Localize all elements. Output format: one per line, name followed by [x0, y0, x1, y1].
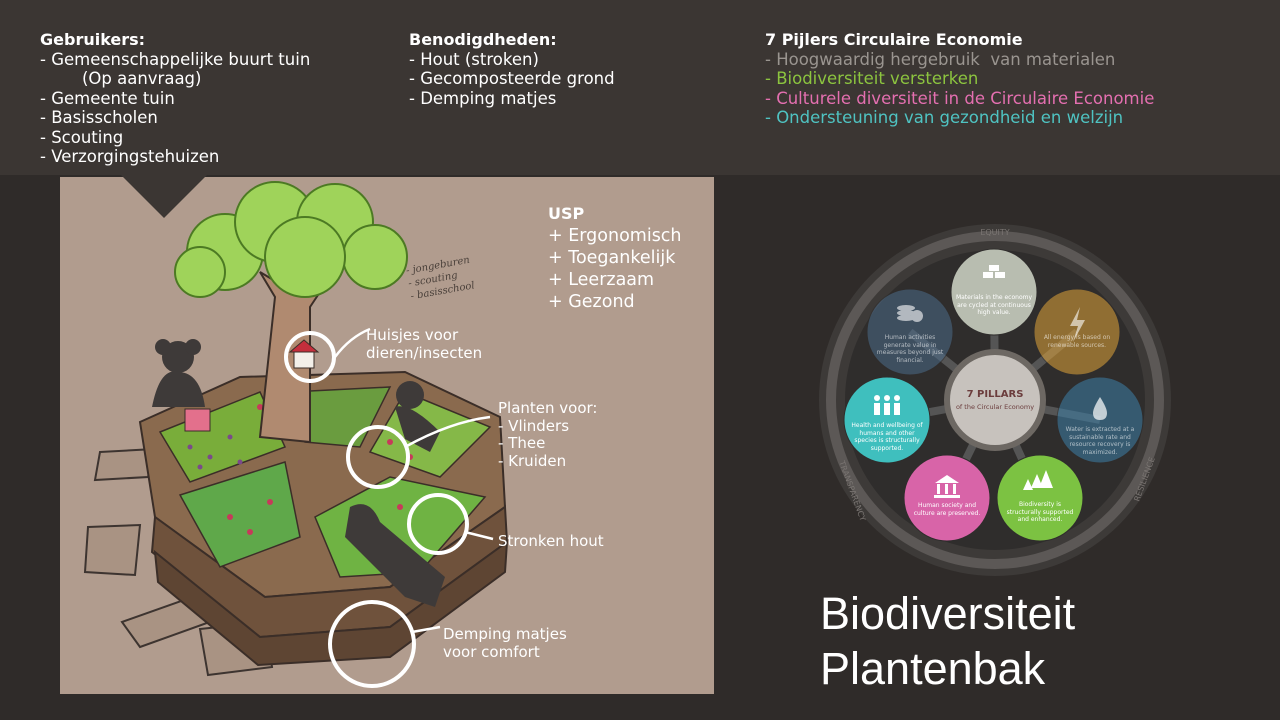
pillar-item: - Culturele diversiteit in de Circulaire… [765, 88, 1155, 108]
museum-icon [934, 475, 960, 498]
requirements-column: Benodigdheden: - Hout (stroken) - Gecomp… [409, 30, 615, 108]
users-item: - Gemeente tuin [40, 88, 175, 108]
planter-sketch: - jongeburen - scouting - basisschool US… [60, 177, 714, 694]
pillar-text-biodiversity: Biodiversity is structurally supported a… [1006, 501, 1074, 523]
users-column: Gebruikers: - Gemeenschappelijke buurt t… [40, 30, 310, 167]
pillar-text-value: Human activities generate value in measu… [876, 334, 944, 364]
wheel-center-subtitle: of the Circular Economy [956, 403, 1034, 411]
lightning-icon [1070, 307, 1085, 342]
pillar-text-materials: Materials in the economy are cycled at c… [955, 294, 1033, 316]
users-item: - Scouting [40, 127, 124, 147]
users-item: - Verzorgingstehuizen [40, 147, 220, 166]
pillar-text-health: Health and wellbeing of humans and other… [851, 422, 923, 452]
usp-item: + Toegankelijk [548, 248, 676, 268]
coins-icon [897, 305, 923, 322]
callout-notch [120, 174, 208, 218]
users-item: - Gemeenschappelijke buurt tuin [40, 49, 311, 69]
users-item: (Op aanvraag) [40, 69, 202, 88]
annotation-stronken: Stronken hout [498, 532, 604, 550]
pillar-text-energy: All energy is based on renewable sources… [1043, 334, 1111, 349]
title-line: Biodiversiteit [820, 588, 1076, 639]
usp-item: + Gezond [548, 292, 635, 312]
pillar-text-culture: Human society and culture are preserved. [913, 502, 981, 517]
pillar-item: - Ondersteuning van gezondheid en welzij… [765, 108, 1124, 127]
pillar-circle-materials [950, 248, 1038, 336]
gold-bars-icon [983, 265, 1005, 278]
pillar-item: - Hoogwaardig hergebruik van materialen [765, 49, 1116, 69]
users-item: - Basisscholen [40, 108, 158, 127]
pillar-circle-biodiversity [996, 454, 1084, 542]
ring-label-equity: EQUITY [980, 228, 1009, 237]
usp-item: + Ergonomisch [548, 226, 682, 246]
pillars-heading: 7 Pijlers Circulaire Economie [765, 30, 1023, 49]
trees-icon [1023, 470, 1053, 490]
pillar-circle-health [843, 376, 931, 464]
annotation-planten: Planten voor: - Vlinders - Thee - Kruide… [498, 399, 598, 470]
requirements-heading: Benodigdheden: [409, 30, 557, 49]
wheel-center-title: 7 PILLARS [967, 389, 1024, 400]
usp-item: + Leerzaam [548, 270, 655, 290]
pillar-circle-value [866, 288, 954, 376]
users-heading: Gebruikers: [40, 30, 146, 49]
people-icon [874, 395, 900, 415]
seven-pillars-wheel: EQUITY TRANSPARENCY RESILIENCE 7 PILLARS… [817, 222, 1173, 578]
title-line: Plantenbak [820, 643, 1046, 694]
water-drop-icon [1093, 397, 1107, 420]
pillar-item: - Biodiversiteit versterken [765, 69, 979, 88]
annotation-demping: Demping matjes voor comfort [443, 625, 567, 661]
requirements-item: - Hout (stroken) [409, 49, 539, 69]
annotation-huisjes: Huisjes voor dieren/insecten [366, 326, 483, 362]
pillar-text-water: Water is extracted at a sustainable rate… [1065, 426, 1135, 456]
planter-drawing [83, 181, 509, 688]
requirements-item: - Gecomposteerde grond [409, 69, 615, 88]
top-info-bar [0, 0, 1280, 175]
page-title: Biodiversiteit Plantenbak [820, 586, 1075, 696]
usp-heading: USP [548, 204, 585, 223]
usp-list: USP + Ergonomisch + Toegankelijk + Leerz… [548, 203, 682, 313]
pillars-column: 7 Pijlers Circulaire Economie - Hoogwaar… [765, 30, 1154, 128]
wheel-graphic: EQUITY TRANSPARENCY RESILIENCE 7 PILLARS… [819, 224, 1171, 576]
requirements-item: - Demping matjes [409, 88, 557, 108]
